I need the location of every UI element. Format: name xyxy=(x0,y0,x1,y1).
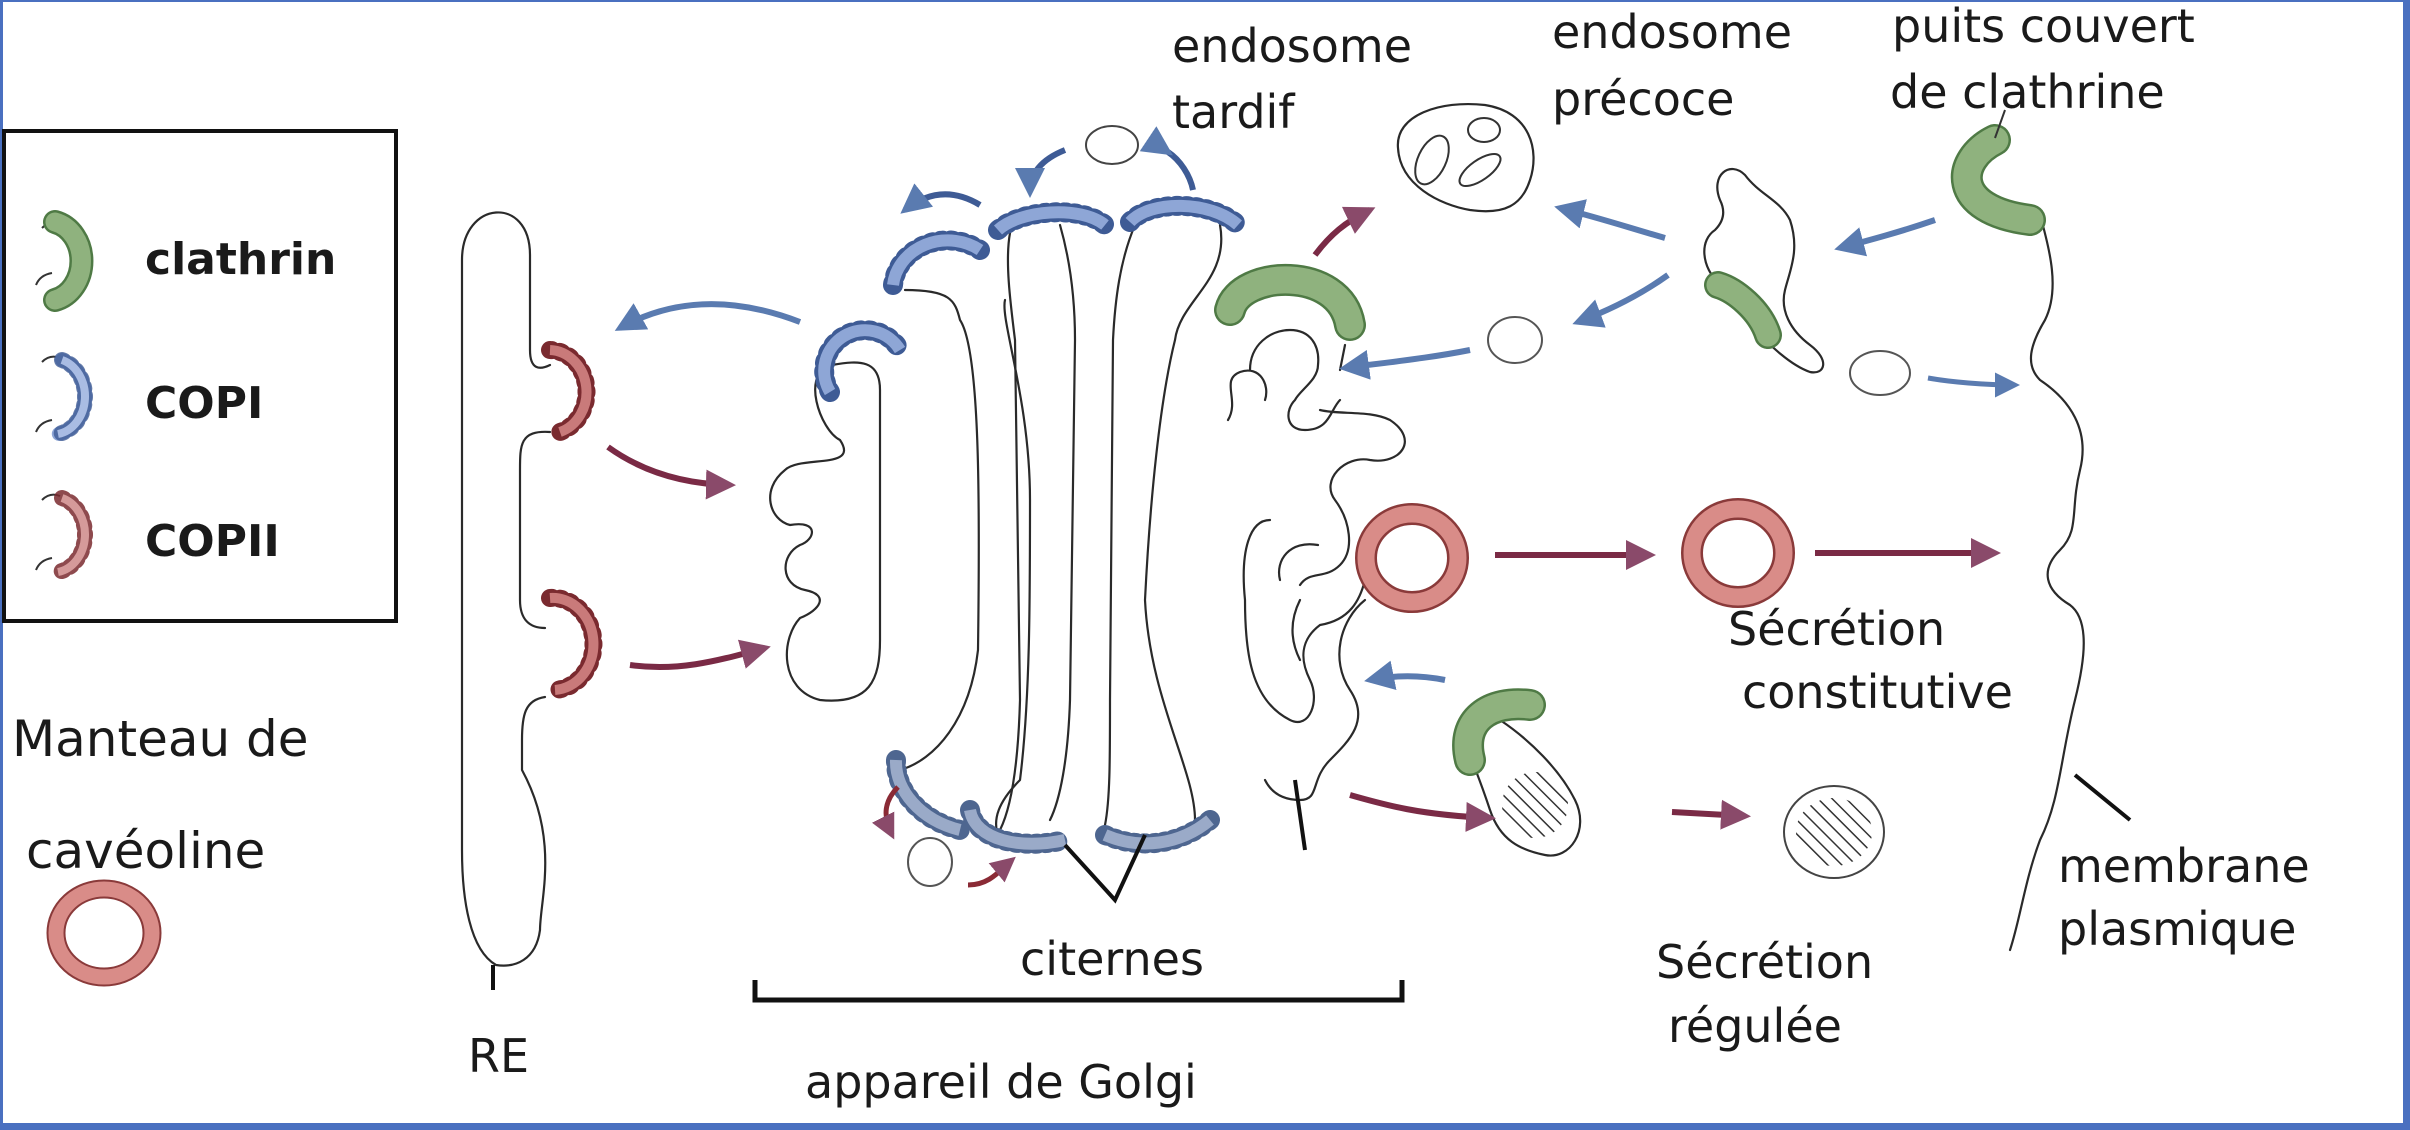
arrow-coated-pit-to-early-endosome xyxy=(1834,217,1936,257)
legend-item-copii: COPII xyxy=(35,490,280,580)
golgi-cisterna-4 xyxy=(1103,223,1223,827)
golgi-apparatus xyxy=(769,125,1406,904)
regulated-secretion-label-line1: Sécrétion xyxy=(1656,935,1873,989)
golgi-bracket xyxy=(752,980,1405,1003)
clathrin-coat-immature-granule xyxy=(1452,688,1546,776)
arrow-retrograde-golgi xyxy=(900,183,982,214)
copi-coats-golgi xyxy=(814,195,1248,854)
copi-coat-icon xyxy=(35,352,93,442)
golgi-cisterna-3 xyxy=(998,223,1077,832)
golgi-trans-network xyxy=(1226,328,1406,802)
arrow-tgn-to-late-endosome xyxy=(1312,206,1376,257)
endosome-transport-vesicle xyxy=(1487,316,1543,364)
er-membrane xyxy=(460,211,552,967)
arrow-golgi-to-bottom-vesicle xyxy=(871,785,900,840)
copi-vesicle-top xyxy=(1085,125,1139,165)
arrow-vesicle-to-tgn xyxy=(1339,347,1471,380)
coated-pit-pointer xyxy=(1994,109,2006,139)
coated-pit-label-line1: puits couvert xyxy=(1892,0,2195,53)
legend-box xyxy=(2,129,398,623)
golgi-cis-cisterna xyxy=(769,361,882,702)
arrow-golgi-to-er-copi xyxy=(614,301,802,331)
cisternae-pointer xyxy=(1063,834,1147,904)
copii-bud-upper xyxy=(541,341,596,441)
legend-item-copi: COPI xyxy=(35,352,263,442)
golgi-cisterna-2 xyxy=(898,288,1032,842)
caveolin-ring-icon xyxy=(46,879,162,987)
arrow-vesicle-to-cisterna-3 xyxy=(1015,147,1067,198)
plasma-membrane-label-line2: plasmique xyxy=(2058,902,2296,956)
plasma-membrane-pointer xyxy=(2073,773,2132,822)
caveolin-vesicle-2 xyxy=(1681,498,1795,608)
legend-label-copii: COPII xyxy=(145,516,280,567)
arrow-er-to-golgi-upper xyxy=(606,444,736,500)
early-endosome-label-line2: précoce xyxy=(1552,72,1734,126)
recycling-vesicle xyxy=(1849,350,1911,396)
arrow-early-endosome-to-vesicle xyxy=(1572,272,1670,328)
clathrin-coat-icon xyxy=(35,210,94,312)
secretory-granule-immature xyxy=(1463,718,1582,857)
late-endosome-label-line1: endosome xyxy=(1172,19,1412,73)
late-endosome xyxy=(1396,103,1535,213)
granule-content-immature xyxy=(1502,772,1568,838)
regulated-secretion-pathway xyxy=(1349,660,1885,879)
legend-caveolin: Manteau de cavéoline xyxy=(12,710,309,987)
legend-item-clathrin: clathrin xyxy=(35,210,336,312)
arrow-tgn-to-granule xyxy=(1349,792,1496,832)
legend-label-copi: COPI xyxy=(145,378,263,429)
caveolin-label-line2: cavéoline xyxy=(26,822,265,880)
constitutive-secretion-pathway xyxy=(1355,498,2001,613)
arrow-granule-maturation xyxy=(1671,799,1751,830)
clathrin-bud-trans-golgi xyxy=(1214,263,1366,341)
er-label: RE xyxy=(468,1029,529,1083)
tgn-pointer-line xyxy=(1293,779,1307,851)
arrow-er-to-golgi-lower xyxy=(629,639,771,671)
arrow-bottom-vesicle-to-golgi xyxy=(967,856,1016,888)
copii-bud-lower xyxy=(541,588,603,699)
early-endosome xyxy=(1703,168,1825,374)
legend-label-clathrin: clathrin xyxy=(145,234,336,285)
coated-pit-label-line2: de clathrine xyxy=(1890,65,2165,119)
clathrin-bud-early-endosome xyxy=(1704,271,1782,349)
endoplasmic-reticulum xyxy=(460,211,603,990)
granule-content-mature xyxy=(1796,798,1872,866)
constitutive-secretion-label-line1: Sécrétion xyxy=(1728,602,1945,656)
cisternae-label: citernes xyxy=(1020,932,1204,986)
arrow-cisterna-4-to-vesicle xyxy=(1139,126,1196,191)
caveolin-vesicle-1 xyxy=(1355,503,1469,613)
plasma-membrane-line xyxy=(2008,213,2085,952)
copii-coat-icon xyxy=(35,490,93,580)
early-endosome-label-line1: endosome xyxy=(1552,5,1792,59)
legend: clathrin COPI COPII xyxy=(2,129,398,623)
clathrin-coated-pit xyxy=(1950,124,2046,236)
plasma-membrane-label-line1: membrane xyxy=(2058,839,2310,893)
golgi-label: appareil de Golgi xyxy=(805,1055,1197,1109)
caveolin-label-line1: Manteau de xyxy=(12,710,309,768)
regulated-secretion-label-line2: régulée xyxy=(1668,999,1842,1053)
arrow-recycling-to-membrane xyxy=(1927,372,2020,398)
arrow-clathrin-retrieval xyxy=(1364,660,1446,691)
late-endosome-label-line2: tardif xyxy=(1172,85,1296,139)
arrow-early-to-late-endosome xyxy=(1554,199,1666,241)
constitutive-secretion-label-line2: constitutive xyxy=(1742,665,2013,719)
plasma-membrane xyxy=(1950,109,2132,952)
copi-vesicle-bottom xyxy=(907,837,953,887)
